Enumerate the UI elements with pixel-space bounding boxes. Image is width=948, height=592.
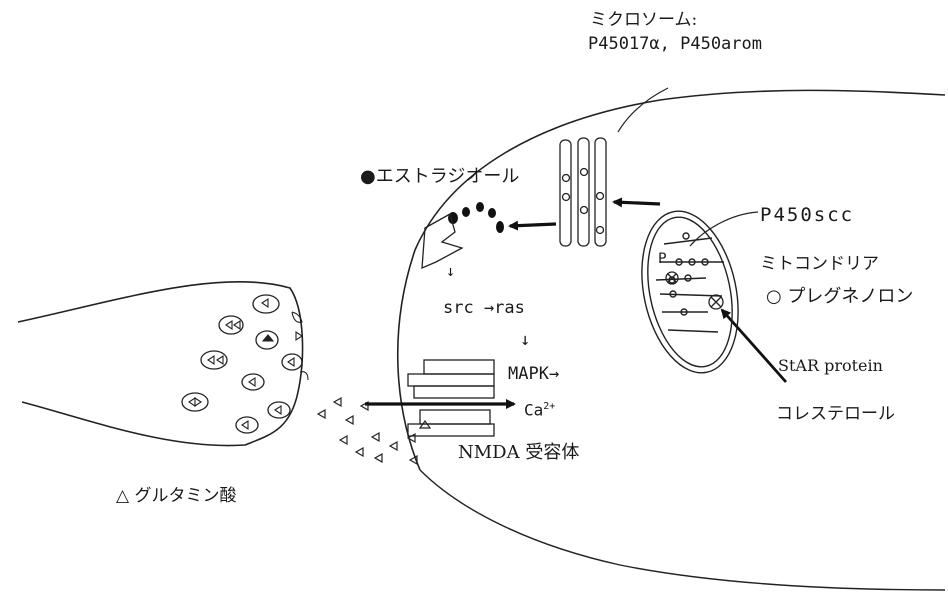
microsome bbox=[560, 138, 606, 246]
mitochondrion bbox=[628, 202, 752, 382]
vesicle bbox=[253, 295, 279, 313]
presynaptic-membrane bbox=[18, 282, 303, 446]
down-arrow-ras: ↓ bbox=[520, 332, 530, 349]
calcium-symbol: Ca bbox=[524, 400, 543, 419]
microsome-title: ミクロソーム: bbox=[590, 12, 697, 29]
vesicle bbox=[282, 354, 302, 370]
p450scc-leader bbox=[690, 212, 758, 246]
src-ras-label: src →ras bbox=[443, 300, 525, 317]
vesicle-glutamate bbox=[189, 299, 294, 429]
vesicle bbox=[242, 374, 264, 390]
vesicle bbox=[268, 402, 290, 418]
p-label: P bbox=[658, 252, 666, 266]
synaptic-vesicles bbox=[182, 295, 302, 433]
cholesterol-label: コレステロール bbox=[776, 406, 895, 423]
calcium-label: Ca2+ bbox=[524, 402, 555, 418]
vesicle bbox=[219, 316, 243, 334]
arrow-mito-to-microsome bbox=[614, 202, 660, 204]
estradiol-label: ●エストラジオール bbox=[360, 168, 519, 186]
mitochondria-label: ミトコンドリア bbox=[760, 256, 879, 273]
microsome-leader bbox=[618, 88, 668, 132]
estradiol-molecules bbox=[448, 202, 504, 233]
postsynaptic-membrane-lower bbox=[420, 470, 945, 590]
arrow-microsome-to-estradiol bbox=[510, 224, 556, 226]
calcium-charge: 2+ bbox=[543, 401, 555, 412]
nmda-receptor bbox=[408, 360, 494, 436]
nmda-receptor-label: NMDA 受容体 bbox=[458, 444, 579, 462]
glutamate-legend: △ グルタミン酸 bbox=[116, 488, 236, 505]
pregnenolone-label: ○ プレグネノロン bbox=[766, 288, 913, 306]
down-arrow-receptor: ↓ bbox=[446, 264, 455, 279]
p450scc-label: P450scc bbox=[760, 206, 854, 225]
vesicle bbox=[236, 417, 258, 433]
mapk-label: MAPK→ bbox=[508, 366, 559, 383]
star-protein-label: StAR protein bbox=[778, 358, 883, 374]
microsome-enzymes: P45017α, P450arom bbox=[588, 36, 762, 53]
